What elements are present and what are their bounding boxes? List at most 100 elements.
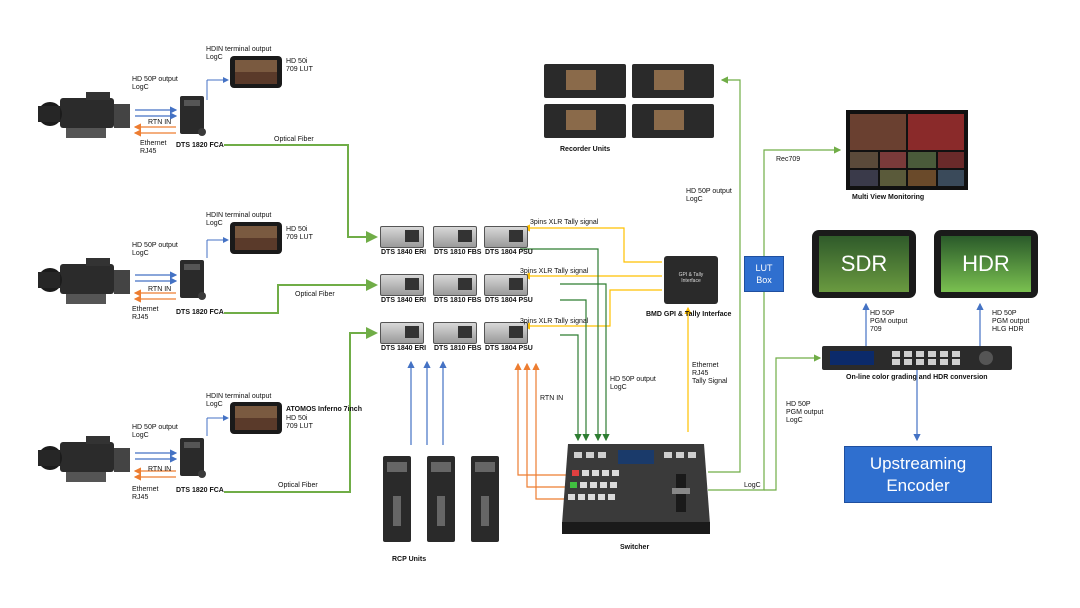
multiview-monitor-icon xyxy=(846,110,968,190)
tally-label-3: 3pins XLR Tally signal xyxy=(520,318,589,325)
tally-label-1: 3pins XLR Tally signal xyxy=(530,219,599,226)
rack-unit-fbs xyxy=(433,226,477,248)
camera-links-1 xyxy=(133,77,229,137)
rcp-links xyxy=(407,360,447,445)
gpi-device-text: GPI & Tally Interface xyxy=(678,272,704,284)
rack-unit-faceplate xyxy=(509,326,523,338)
rack-unit-eri xyxy=(380,274,424,296)
camera-3-monitor-label: HD 50i 709 LUT xyxy=(286,415,313,430)
switcher-label: Switcher xyxy=(620,544,650,551)
hdr-screen: HDR xyxy=(941,236,1031,292)
fca-unit-icon xyxy=(180,96,206,136)
sdr-monitor: SDR xyxy=(812,230,916,298)
gpi-tally-interface: GPI & Tally Interface xyxy=(664,256,718,304)
camera-3-monitor-title: ATOMOS Inferno 7inch xyxy=(286,406,362,413)
rack-unit-faceplate xyxy=(509,230,523,242)
field-monitor-icon xyxy=(230,402,282,434)
hdr-output-label: HD 50P PGM output HLG HDR xyxy=(992,310,1030,333)
rack-unit-faceplate xyxy=(405,230,419,242)
recorder-label: Recorder Units xyxy=(560,146,611,153)
rack-unit-label: DTS 1804 PSU xyxy=(485,297,533,304)
color-grading-device-icon xyxy=(822,346,1012,370)
camera-2-hdin-label: HDIN terminal output LogC xyxy=(206,212,272,227)
rack-unit-label: DTS 1840 ERI xyxy=(381,249,427,256)
camera-2-ethernet-label: Ethernet RJ45 xyxy=(132,306,159,321)
rtn-in-label: RTN IN xyxy=(540,395,564,402)
gpi-label: BMD GPI & Tally Interface xyxy=(646,311,732,318)
fiber-3-label: Optical Fiber xyxy=(278,482,318,489)
camera-links-3 xyxy=(133,415,229,481)
recorder-units-icon xyxy=(544,64,714,138)
rack-unit-label: DTS 1804 PSU xyxy=(485,345,533,352)
camera-2-rtn-label: RTN IN xyxy=(148,286,172,293)
camera-3-fca-label: DTS 1820 FCA xyxy=(176,487,224,494)
rack-unit-faceplate xyxy=(458,326,472,338)
camera-links-2 xyxy=(133,237,229,303)
pgm-logc-label: HD 50P PGM output LogC xyxy=(786,401,824,424)
camera-3-hdin-label: HDIN terminal output LogC xyxy=(206,393,272,408)
switcher-icon xyxy=(562,444,710,534)
camera-1-output-label: HD 50P output LogC xyxy=(132,76,178,91)
rack-unit-label: DTS 1840 ERI xyxy=(381,345,427,352)
rack-unit-faceplate xyxy=(458,278,472,290)
camera-2-output-label: HD 50P output LogC xyxy=(132,242,178,257)
fca-unit-icon xyxy=(180,438,206,478)
rcp-units-icon xyxy=(383,456,499,542)
camera-icon xyxy=(38,258,130,304)
hdr-monitor: HDR xyxy=(934,230,1038,298)
field-monitor-icon xyxy=(230,56,282,88)
fiber-1-label: Optical Fiber xyxy=(274,136,314,143)
rack-unit-eri xyxy=(380,226,424,248)
camera-1-ethernet-label: Ethernet RJ45 xyxy=(140,140,167,155)
field-monitor-icon xyxy=(230,222,282,254)
camera-1-hdin-label: HDIN terminal output LogC xyxy=(206,46,272,61)
rack-unit-psu xyxy=(484,274,528,296)
optical-fibers xyxy=(224,144,378,493)
camera-1-rtn-label: RTN IN xyxy=(148,119,172,126)
rack-unit-faceplate xyxy=(405,326,419,338)
camera-1-fca-label: DTS 1820 FCA xyxy=(176,142,224,149)
tally-label-2: 3pins XLR Tally signal xyxy=(520,268,589,275)
rack-unit-label: DTS 1810 FBS xyxy=(434,345,482,352)
rack-unit-faceplate xyxy=(509,278,523,290)
hd50p-mid-label: HD 50P output LogC xyxy=(610,376,656,391)
ethernet-tally-label: Ethernet RJ45 Tally Signal xyxy=(692,362,728,385)
program-lines xyxy=(708,76,842,491)
grading-links xyxy=(862,302,984,442)
rack-unit-label: DTS 1840 ERI xyxy=(381,297,427,304)
camera-3-output-label: HD 50P output LogC xyxy=(132,424,178,439)
logc-label: LogC xyxy=(744,482,761,489)
rack-unit-faceplate xyxy=(405,278,419,290)
camera-3-rtn-label: RTN IN xyxy=(148,466,172,473)
switcher-return xyxy=(514,362,566,500)
color-grading-label: On-line color grading and HDR conversion xyxy=(846,374,988,381)
sdr-screen: SDR xyxy=(819,236,909,292)
camera-3-ethernet-label: Ethernet RJ45 xyxy=(132,486,159,501)
hd50p-top-label: HD 50P output LogC xyxy=(686,188,732,203)
camera-2-monitor-label: HD 50i 709 LUT xyxy=(286,226,313,241)
lut-box-label: LUT Box xyxy=(755,263,773,285)
camera-2-fca-label: DTS 1820 FCA xyxy=(176,309,224,316)
rcp-label: RCP Units xyxy=(392,556,427,563)
camera-1-monitor-label: HD 50i 709 LUT xyxy=(286,58,313,73)
rack-unit-label: DTS 1804 PSU xyxy=(485,249,533,256)
upstreaming-encoder: Upstreaming Encoder xyxy=(844,446,992,503)
rack-unit-psu xyxy=(484,226,528,248)
rack-unit-label: DTS 1810 FBS xyxy=(434,249,482,256)
fca-unit-icon xyxy=(180,260,206,300)
rack-unit-fbs xyxy=(433,322,477,344)
camera-icon xyxy=(38,92,130,138)
rack-unit-faceplate xyxy=(458,230,472,242)
rec709-label: Rec709 xyxy=(776,156,801,163)
multiview-label: Multi View Monitoring xyxy=(852,194,925,201)
rack-unit-eri xyxy=(380,322,424,344)
rack-unit-fbs xyxy=(433,274,477,296)
rack-unit-psu xyxy=(484,322,528,344)
camera-icon xyxy=(38,436,130,482)
rack-unit-label: DTS 1810 FBS xyxy=(434,297,482,304)
tally-lines xyxy=(522,224,692,432)
encoder-label: Upstreaming Encoder xyxy=(869,453,967,495)
rack-to-switcher xyxy=(520,248,610,442)
